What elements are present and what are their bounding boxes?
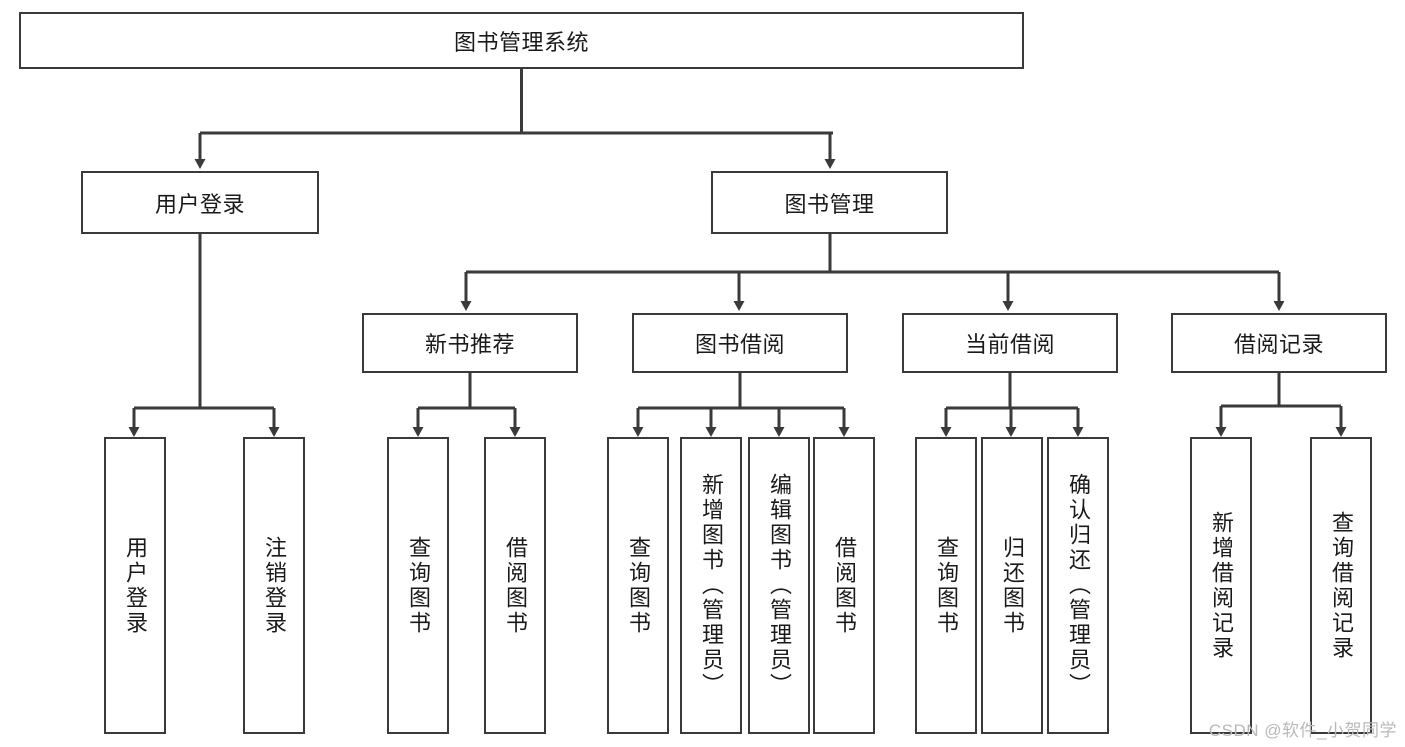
node-leaf-label: 查询图书 xyxy=(626,535,651,636)
node-leaf-label: 借阅图书 xyxy=(832,535,857,636)
node-leaf-label: 确认归还（管理员） xyxy=(1066,473,1091,698)
node-user-login-label: 用户登录 xyxy=(154,191,245,217)
node-book-management[interactable]: 图书管理 xyxy=(711,171,948,234)
node-leaf-label: 归还图书 xyxy=(1000,535,1025,636)
node-leaf[interactable]: 编辑图书（管理员） xyxy=(748,437,810,734)
node-leaf[interactable]: 查询借阅记录 xyxy=(1310,437,1372,734)
node-current-borrow[interactable]: 当前借阅 xyxy=(902,313,1118,373)
node-leaf[interactable]: 确认归还（管理员） xyxy=(1047,437,1109,734)
node-book-management-label: 图书管理 xyxy=(784,191,875,217)
node-leaf[interactable]: 查询图书 xyxy=(607,437,669,734)
node-leaf-label: 借阅图书 xyxy=(503,535,528,636)
node-user-login[interactable]: 用户登录 xyxy=(81,171,319,234)
node-leaf-label: 新增借阅记录 xyxy=(1209,510,1234,661)
node-leaf[interactable]: 查询图书 xyxy=(387,437,449,734)
node-leaf[interactable]: 注销登录 xyxy=(243,437,305,734)
node-root-system[interactable]: 图书管理系统 xyxy=(19,12,1024,69)
node-leaf[interactable]: 新增图书（管理员） xyxy=(680,437,742,734)
node-leaf-label: 编辑图书（管理员） xyxy=(767,473,792,698)
csdn-watermark: CSDN @软件_小贺同学 xyxy=(1208,721,1397,740)
node-new-book-recommend[interactable]: 新书推荐 xyxy=(362,313,578,373)
node-root-label: 图书管理系统 xyxy=(453,29,589,55)
node-leaf[interactable]: 归还图书 xyxy=(981,437,1043,734)
node-leaf[interactable]: 借阅图书 xyxy=(484,437,546,734)
node-leaf-label: 新增图书（管理员） xyxy=(699,473,724,698)
node-leaf[interactable]: 用户登录 xyxy=(104,437,166,734)
node-leaf[interactable]: 借阅图书 xyxy=(813,437,875,734)
node-borrow-record[interactable]: 借阅记录 xyxy=(1171,313,1387,373)
node-leaf-label: 查询图书 xyxy=(934,535,959,636)
node-leaf-label: 注销登录 xyxy=(262,535,287,636)
node-borrow-record-label: 借阅记录 xyxy=(1233,332,1324,357)
node-leaf-label: 用户登录 xyxy=(123,535,148,636)
node-book-borrow[interactable]: 图书借阅 xyxy=(632,313,848,373)
node-leaf-label: 查询借阅记录 xyxy=(1329,510,1354,661)
node-book-borrow-label: 图书借阅 xyxy=(694,332,785,357)
node-leaf[interactable]: 查询图书 xyxy=(915,437,977,734)
node-leaf[interactable]: 新增借阅记录 xyxy=(1190,437,1252,734)
node-new-book-recommend-label: 新书推荐 xyxy=(424,332,515,357)
node-leaf-label: 查询图书 xyxy=(406,535,431,636)
node-current-borrow-label: 当前借阅 xyxy=(964,332,1055,357)
